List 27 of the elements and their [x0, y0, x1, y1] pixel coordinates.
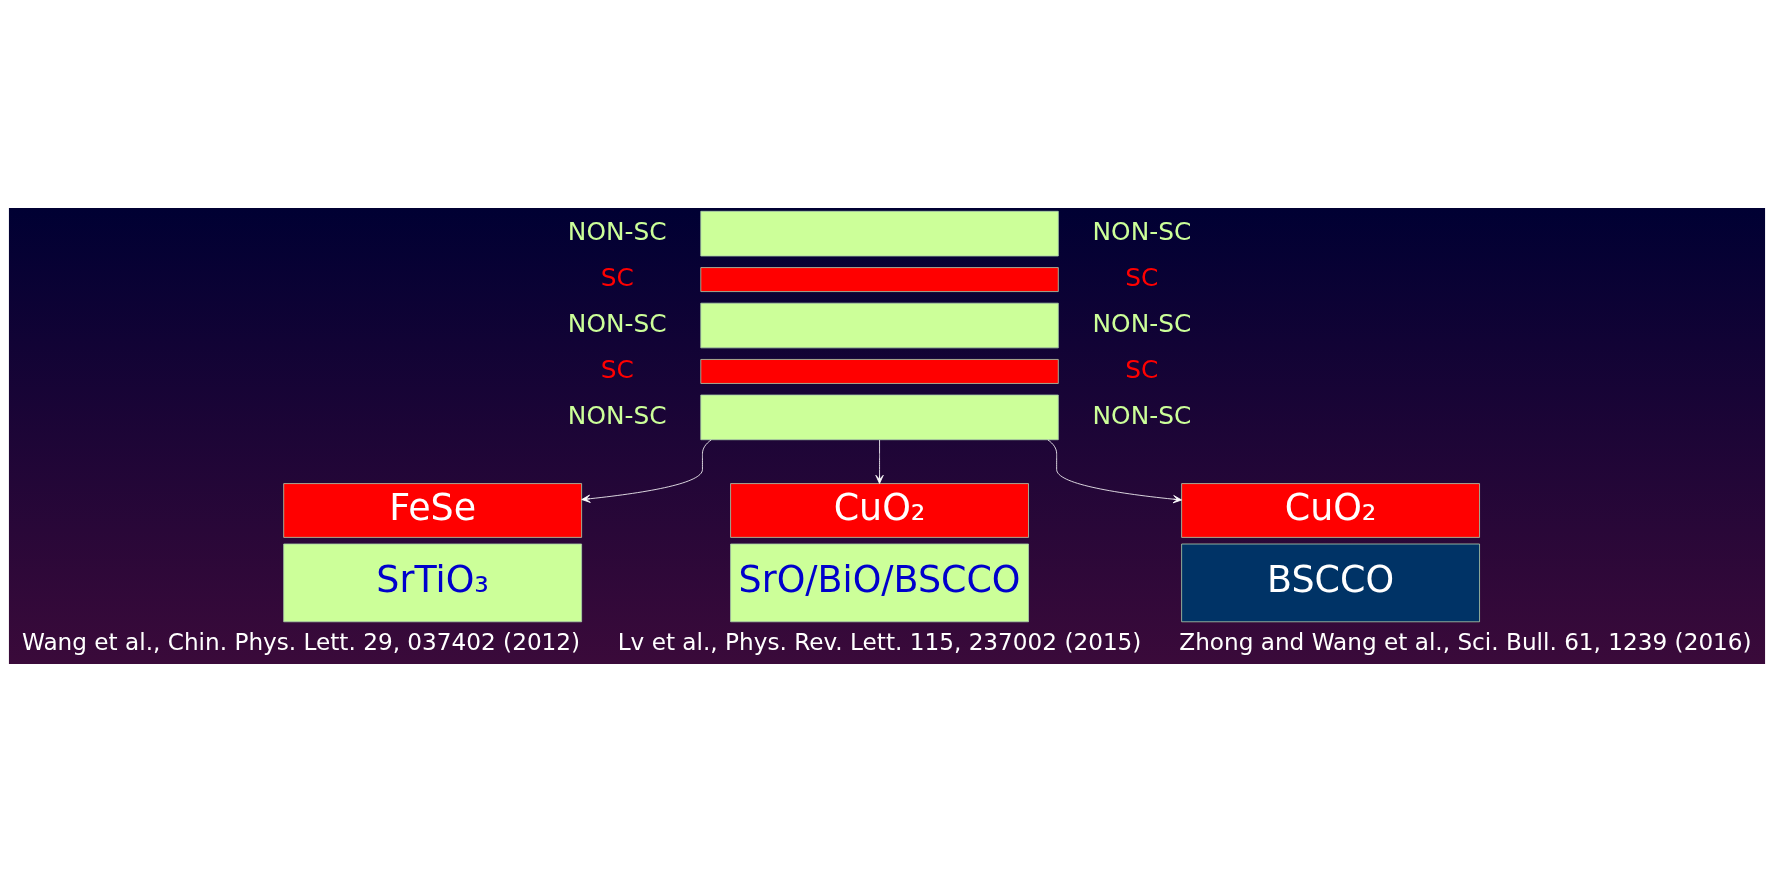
node-label: NON-SC [567, 308, 667, 338]
node-box: FeSe [283, 482, 583, 538]
node-label: NON-SC [567, 400, 667, 430]
node-label: SC [600, 354, 634, 384]
node-box: SrTiO₃ [283, 543, 583, 622]
arrow [875, 439, 884, 484]
node-bar [700, 394, 1059, 440]
node-label: SC [1125, 262, 1159, 292]
node-bar [700, 266, 1059, 292]
node-label: SC [600, 262, 634, 292]
node-box: CuO₂ [1181, 482, 1480, 538]
node-box: BSCCO [1181, 543, 1480, 622]
node-label: SC [1125, 354, 1159, 384]
arrow [581, 438, 712, 503]
node-label: NON-SC [567, 216, 667, 246]
node-label: Lv et al., Phys. Rev. Lett. 115, 237002 (2015) [617, 627, 1142, 655]
node-box: CuO₂ [730, 482, 1029, 538]
node-label: Wang et al., Chin. Phys. Lett. 29, 037402 (2012) [22, 627, 581, 655]
node-bar [700, 210, 1059, 256]
node-label: Zhong and Wang et al., Sci. Bull. 61, 1239 (2016) [1179, 627, 1752, 655]
node-bar [700, 302, 1059, 348]
node-label: NON-SC [1092, 308, 1192, 338]
node-box: SrO/BiO/BSCCO [730, 543, 1029, 622]
arrow [1047, 438, 1182, 503]
node-label: NON-SC [1092, 216, 1192, 246]
node-label: NON-SC [1092, 400, 1192, 430]
node-bar [700, 358, 1059, 384]
